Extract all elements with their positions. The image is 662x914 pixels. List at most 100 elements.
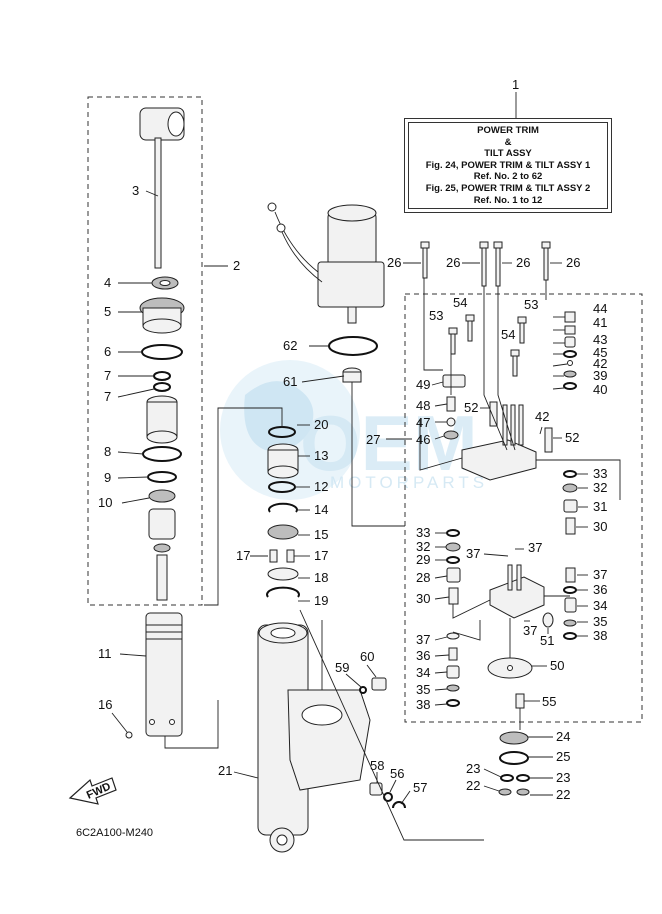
callout: 35 bbox=[416, 682, 430, 697]
callout: 59 bbox=[335, 660, 349, 675]
callout: 10 bbox=[98, 495, 112, 510]
part-60-plug bbox=[371, 677, 387, 691]
assembly-lines bbox=[164, 278, 621, 841]
callout-leaders bbox=[111, 190, 588, 805]
ref-title-line1: POWER TRIM bbox=[477, 125, 539, 136]
callout: 16 bbox=[98, 697, 112, 712]
part-6-o-ring bbox=[141, 344, 183, 360]
callout: 49 bbox=[416, 377, 430, 392]
reference-box: POWER TRIM & TILT ASSY Fig. 24, POWER TR… bbox=[404, 118, 612, 213]
callout: 53 bbox=[429, 308, 443, 323]
part-52-pin-a bbox=[489, 401, 498, 427]
callout: 21 bbox=[218, 763, 232, 778]
callout: 24 bbox=[556, 729, 570, 744]
callout: 7 bbox=[104, 389, 111, 404]
part-19-clip bbox=[266, 586, 300, 598]
callout: 2 bbox=[233, 258, 240, 273]
callout: 37 bbox=[528, 540, 542, 555]
callout: 57 bbox=[413, 780, 427, 795]
part-21-body bbox=[257, 622, 371, 853]
group-box-27 bbox=[404, 293, 643, 723]
callout: 25 bbox=[556, 749, 570, 764]
callout: 14 bbox=[314, 502, 328, 517]
ref-fig-24: Fig. 24, POWER TRIM & TILT ASSY 1 bbox=[425, 159, 591, 171]
callout: 27 bbox=[366, 432, 380, 447]
callout: 8 bbox=[104, 444, 111, 459]
callout: 28 bbox=[416, 570, 430, 585]
part-59-o-ring bbox=[359, 686, 367, 694]
part-3-tilt-rod bbox=[139, 107, 185, 269]
part-58-plug bbox=[369, 782, 383, 796]
part-16-ball bbox=[125, 731, 133, 739]
callout: 37 bbox=[523, 623, 537, 638]
left-mid-stack bbox=[445, 529, 461, 605]
callout: 20 bbox=[314, 417, 328, 432]
callout: 33 bbox=[416, 525, 430, 540]
callout: 47 bbox=[416, 415, 430, 430]
callout: 4 bbox=[104, 275, 111, 290]
callout: 15 bbox=[314, 527, 328, 542]
part-10-seal bbox=[148, 489, 176, 503]
part-7-o-ring-a bbox=[153, 371, 171, 381]
callout: 22 bbox=[466, 778, 480, 793]
watermark: OEM MOTORPARTS bbox=[220, 360, 488, 500]
motor-assembly bbox=[267, 202, 385, 324]
callout: 26 bbox=[516, 255, 530, 270]
callout: 38 bbox=[416, 697, 430, 712]
lower-right-stack bbox=[542, 567, 577, 640]
ref-fig-25: Fig. 25, POWER TRIM & TILT ASSY 2 bbox=[425, 182, 591, 194]
callout: 9 bbox=[104, 470, 111, 485]
bottom-right-stack bbox=[498, 731, 530, 796]
callout: 46 bbox=[416, 432, 430, 447]
part-5-cap bbox=[139, 297, 185, 334]
callout: 41 bbox=[593, 315, 607, 330]
part-17-springs bbox=[269, 549, 295, 563]
watermark-sub: MOTORPARTS bbox=[330, 473, 488, 492]
callout: 26 bbox=[566, 255, 580, 270]
callout: 23 bbox=[556, 770, 570, 785]
upper-right-stack bbox=[563, 311, 577, 390]
part-50-plate bbox=[487, 657, 533, 679]
part-55-screw bbox=[515, 693, 525, 709]
callout: 54 bbox=[501, 327, 515, 342]
callout: 18 bbox=[314, 570, 328, 585]
callout: 37 bbox=[466, 546, 480, 561]
callout: 36 bbox=[593, 582, 607, 597]
part-13-valve bbox=[267, 443, 299, 479]
callout: 3 bbox=[132, 183, 139, 198]
callout: 60 bbox=[360, 649, 374, 664]
callout: 38 bbox=[593, 628, 607, 643]
callout: 53 bbox=[524, 297, 538, 312]
callout: 17 bbox=[236, 548, 250, 563]
ref-title-line3: TILT ASSY bbox=[484, 148, 532, 160]
callout: 33 bbox=[593, 466, 607, 481]
part-9-o-ring bbox=[147, 471, 177, 483]
callout: 50 bbox=[550, 658, 564, 673]
part-15-valve bbox=[267, 524, 299, 540]
part-12-o-ring bbox=[268, 481, 296, 493]
lower-left-stack bbox=[446, 632, 460, 707]
callout: 54 bbox=[453, 295, 467, 310]
callout: 23 bbox=[466, 761, 480, 776]
part-4-washer bbox=[151, 276, 179, 290]
callout: 43 bbox=[593, 332, 607, 347]
callout: 30 bbox=[593, 519, 607, 534]
part-56-o-ring bbox=[383, 792, 393, 802]
callout: 58 bbox=[370, 758, 384, 773]
callout: 52 bbox=[565, 430, 579, 445]
part-57-clip bbox=[392, 801, 406, 809]
callout: 34 bbox=[593, 598, 607, 613]
callout: 37 bbox=[593, 567, 607, 582]
callout: 19 bbox=[314, 593, 328, 608]
callout: 7 bbox=[104, 368, 111, 383]
callout: 62 bbox=[283, 338, 297, 353]
part-53-54-bolts bbox=[448, 314, 527, 377]
watermark-logo: OEM bbox=[300, 399, 478, 487]
callout: 48 bbox=[416, 398, 430, 413]
callout: 32 bbox=[593, 480, 607, 495]
part-61-filter bbox=[342, 367, 362, 383]
callout: 42 bbox=[593, 356, 607, 371]
callout: 31 bbox=[593, 499, 607, 514]
part-14-clip bbox=[268, 502, 298, 513]
